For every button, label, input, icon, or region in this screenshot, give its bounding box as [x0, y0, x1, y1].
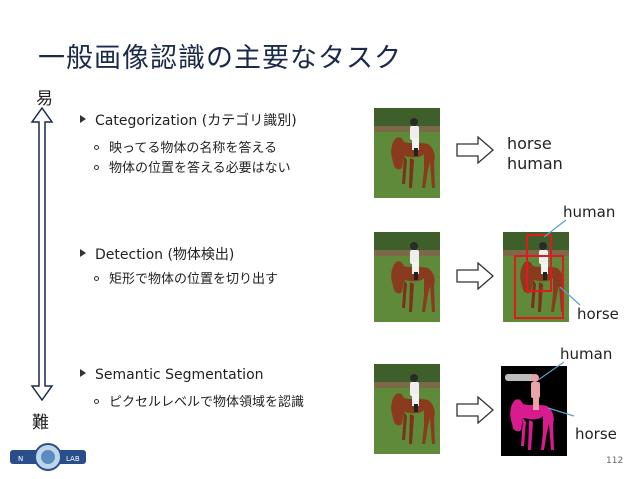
horse-segment [510, 399, 554, 450]
page-number: 112 [606, 456, 624, 466]
lab-logo-icon: N LAB [10, 443, 86, 471]
svg-text:N: N [18, 455, 23, 463]
sub-bullet-icon [94, 145, 99, 150]
right-arrow-icon [456, 262, 494, 290]
task-segmentation-sub-1: ピクセルレベルで物体領域を認識 [94, 391, 304, 410]
task-segmentation-title: Semantic Segmentation [80, 367, 264, 383]
right-arrow-icon [456, 396, 494, 424]
hard-label: 難 [32, 413, 49, 433]
sub-bullet-icon [94, 165, 99, 170]
bounding-boxes [514, 234, 564, 319]
svg-text:LAB: LAB [66, 455, 80, 463]
horse-bounding-box [514, 255, 564, 319]
human-segment [531, 374, 539, 382]
task-name: Semantic Segmentation [95, 367, 264, 383]
horse-rider-photo [374, 232, 440, 322]
right-arrow-icon [456, 136, 494, 164]
horse-rider-photo [374, 108, 440, 198]
segmentation-horse-label: horse [575, 425, 617, 443]
task-detection-sub-1: 矩形で物体の位置を切り出す [94, 268, 278, 287]
annotation-leader-lines [537, 361, 575, 417]
bullet-triangle-icon [80, 115, 86, 123]
annotation-leader-lines [543, 219, 581, 306]
sub-bullet-icon [94, 399, 99, 404]
lab-logo: N LAB [8, 442, 88, 472]
categorization-output-2: human [507, 154, 563, 173]
horse-rider-photo [374, 364, 440, 454]
task-categorization-title: Categorization (カテゴリ識別) [80, 110, 297, 130]
task-categorization-sub-2: 物体の位置を答える必要はない [94, 157, 291, 176]
sub-text: ピクセルレベルで物体領域を認識 [109, 395, 305, 410]
bullet-triangle-icon [80, 369, 86, 377]
sub-text: 物体の位置を答える必要はない [109, 161, 291, 176]
slide-title: 一般画像認識の主要なタスク [38, 43, 402, 74]
detection-result-image [503, 232, 569, 322]
easy-label: 易 [36, 89, 53, 109]
difficulty-double-arrow [30, 106, 54, 402]
sub-text: 矩形で物体の位置を切り出す [109, 272, 279, 287]
task-detection-title: Detection (物体検出) [80, 244, 234, 264]
task-name: Detection (物体検出) [95, 247, 235, 263]
detection-horse-label: horse [577, 305, 619, 323]
task-categorization-sub-1: 映ってる物体の名称を答える [94, 137, 277, 156]
detection-human-label: human [563, 203, 616, 221]
human-bounding-box [526, 234, 552, 292]
task-name: Categorization (カテゴリ識別) [95, 113, 297, 129]
bullet-triangle-icon [80, 249, 86, 257]
segmentation-human-label: human [560, 345, 613, 363]
sub-bullet-icon [94, 276, 99, 281]
sub-text: 映ってる物体の名称を答える [109, 141, 277, 156]
categorization-output-1: horse [507, 134, 552, 153]
